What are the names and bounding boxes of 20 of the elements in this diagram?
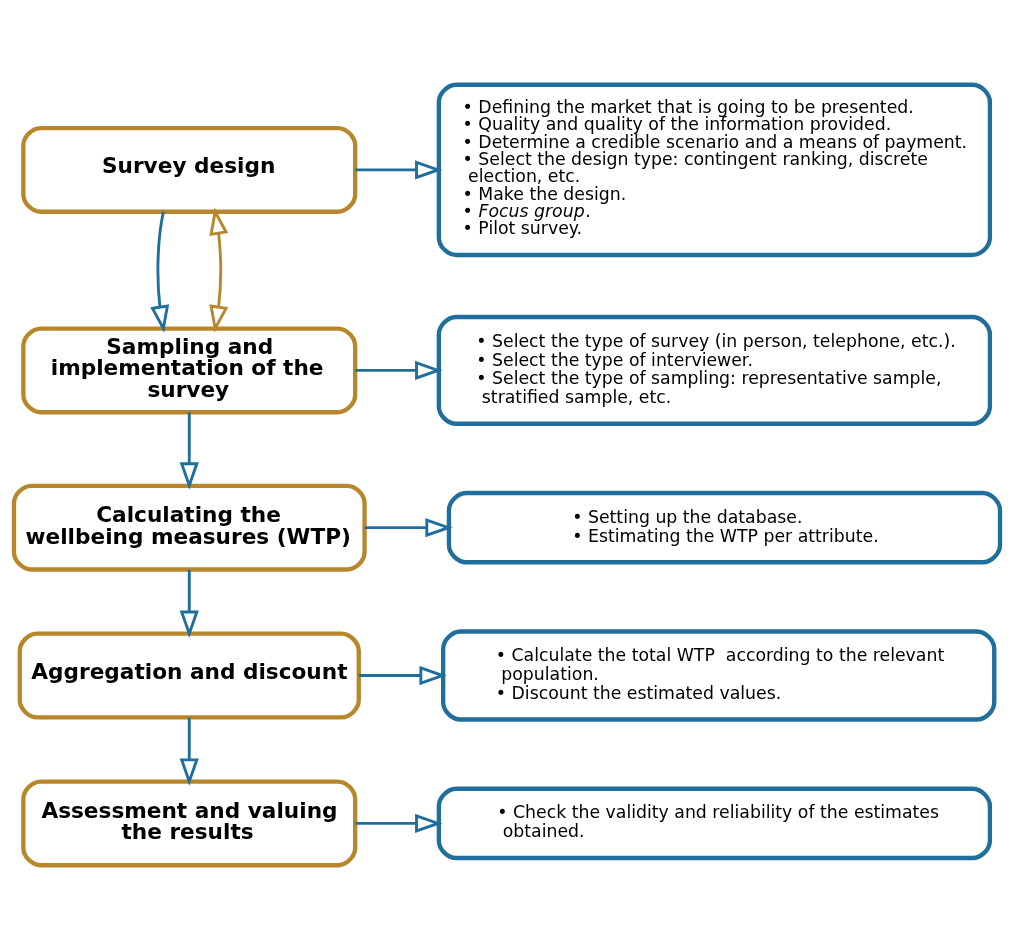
arrow — [179, 717, 199, 786]
node-box: Aggregation and discount — [17, 631, 361, 720]
node-box: Sampling and implementation of the survey — [21, 326, 358, 415]
node-box: • Calculate the total WTP according to the relevant population. • Discount the estimated values. — [441, 629, 997, 722]
arrow — [355, 160, 443, 180]
arrow — [364, 518, 453, 538]
arrow — [150, 211, 170, 333]
node-box: • Check the validity and reliability of the estimates obtained. — [436, 786, 993, 861]
arrow — [179, 569, 199, 638]
node-box: • Select the type of survey (in person, telephone, etc.). • Select the type of interviewer. • Select the type of sampling: representative sample, stratified sample, etc. — [436, 314, 993, 426]
node-box: Assessment and valuing the results — [21, 779, 358, 868]
arrow — [355, 360, 443, 380]
arrow — [355, 813, 443, 833]
node-box: Calculating the wellbeing measures (WTP) — [11, 483, 367, 572]
node-box: Survey design — [21, 125, 358, 214]
node-box: • Defining the market that is going to be presented. • Quality and quality of the information provided. • Determine a credible scenario and a means of payment. • Select the design type: contingent ranking, discrete election, etc. • Make the design. • Focus group. • Pilot survey. — [436, 82, 993, 258]
arrow — [209, 207, 229, 333]
arrow — [358, 665, 447, 686]
arrow — [179, 412, 199, 490]
node-box: • Setting up the database. • Estimating the WTP per attribute. — [446, 490, 1003, 565]
